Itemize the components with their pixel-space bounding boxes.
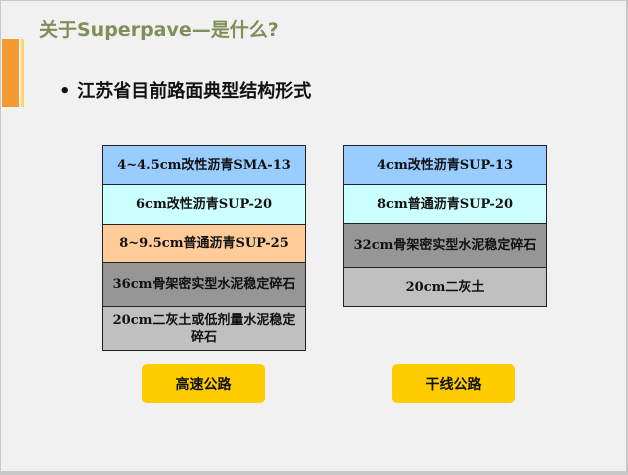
- layer-2: 6cm改性沥青SUP-20: [103, 185, 305, 225]
- layer-4: 20cm二灰土: [344, 268, 546, 306]
- accent-bar: [2, 39, 19, 107]
- bullet-item: • 江苏省目前路面典型结构形式: [59, 77, 311, 103]
- layer-3: 32cm骨架密实型水泥稳定碎石: [344, 224, 546, 268]
- expressway-structure: 4~4.5cm改性沥青SMA-13 6cm改性沥青SUP-20 8~9.5cm普…: [102, 145, 306, 351]
- slide-title: 关于Superpave—是什么?: [39, 19, 279, 41]
- accent-line: [21, 39, 24, 107]
- layer-1: 4cm改性沥青SUP-13: [344, 146, 546, 185]
- trunk-road-label-button[interactable]: 干线公路: [392, 364, 515, 403]
- bullet-text: 江苏省目前路面典型结构形式: [77, 81, 312, 102]
- trunk-road-structure: 4cm改性沥青SUP-13 8cm普通沥青SUP-20 32cm骨架密实型水泥稳…: [343, 145, 547, 307]
- layer-3: 8~9.5cm普通沥青SUP-25: [103, 225, 305, 263]
- layer-5: 20cm二灰土或低剂量水泥稳定碎石: [103, 307, 305, 350]
- bullet-icon: •: [59, 81, 71, 102]
- expressway-label-button[interactable]: 高速公路: [142, 364, 265, 403]
- layer-2: 8cm普通沥青SUP-20: [344, 185, 546, 224]
- layer-4: 36cm骨架密实型水泥稳定碎石: [103, 263, 305, 307]
- layer-1: 4~4.5cm改性沥青SMA-13: [103, 146, 305, 185]
